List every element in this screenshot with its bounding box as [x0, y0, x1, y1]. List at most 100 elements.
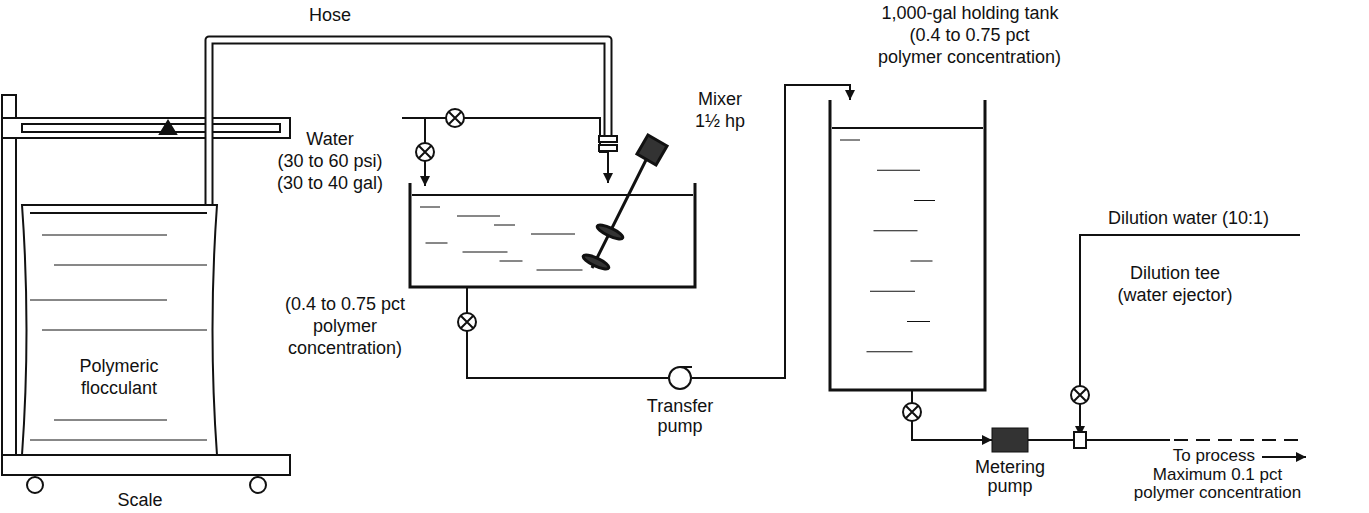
part-label: (30 to 60 psi) [265, 150, 395, 172]
liquid-line [874, 230, 918, 231]
hose-outline [209, 40, 608, 205]
node-label: (0.4 to 0.75 pct polymer concentration) [270, 293, 420, 359]
line-stroke [592, 160, 646, 268]
part-label: Mixer 1½ hp [688, 88, 752, 132]
liquid-line [840, 140, 860, 141]
transfer-pump-outline [668, 366, 692, 390]
pipe [467, 287, 668, 378]
scale-frame [2, 95, 290, 493]
mix-tank: (0.4 to 0.75 pct polymer concentration) [410, 183, 695, 287]
liquid-line [500, 261, 523, 262]
liquid-line [870, 291, 915, 292]
node-label: Polymeric flocculant [59, 355, 179, 399]
drum-outline [22, 205, 217, 455]
part-label: Dilution water (10:1) [1108, 207, 1269, 229]
part-label: Dilution tee (water ejector) [1105, 262, 1245, 306]
liquid-level [832, 127, 983, 129]
liquid-line [914, 200, 935, 201]
liquid-line [420, 207, 440, 208]
g-stroke [416, 143, 434, 161]
circle-stroke [903, 403, 921, 421]
polyline-stroke [1080, 235, 1300, 436]
circle-stroke [458, 313, 476, 331]
node-label: Transfer pump [640, 396, 720, 436]
node-label: Metering pump [970, 458, 1050, 496]
mix-tank-outline [410, 183, 695, 287]
ellipse-stroke [582, 252, 611, 271]
g-stroke [1071, 386, 1089, 404]
dilution-pipe [1080, 235, 1300, 436]
part-label: (30 to 40 gal) [265, 172, 395, 194]
path-stroke [1074, 389, 1086, 401]
holding-tank: 1,000-gal holding tank(0.4 to 0.75 pct p… [830, 100, 985, 390]
pump-outlet [680, 366, 692, 368]
valve-symbol [416, 109, 1089, 421]
liquid-line [907, 321, 930, 322]
part-label: Water [265, 128, 395, 150]
metering-pump-symbol [992, 428, 1028, 452]
polygon-stroke [160, 121, 176, 134]
hose-outlet [607, 151, 609, 183]
path-stroke [419, 146, 431, 158]
rect-stroke [599, 145, 617, 151]
water-pipe [402, 118, 608, 186]
pipe-line [912, 390, 992, 440]
holding-tank-outline [830, 100, 985, 390]
liquid-line [30, 212, 207, 214]
rect-stroke [637, 135, 667, 165]
liquid-line [463, 252, 508, 253]
ellipse-stroke [596, 222, 625, 241]
node-label: 1,000-gal holding tank [870, 2, 1070, 24]
line-stroke [1174, 439, 1300, 441]
tank-outline [830, 100, 985, 390]
part-label: Scale [100, 489, 180, 511]
liquid-line [42, 235, 167, 236]
node-note: (0.4 to 0.75 pct polymer concentration) [876, 24, 1063, 68]
metering-pump: Metering pump [992, 428, 1028, 452]
g-stroke [458, 313, 476, 331]
liquid-line [531, 234, 575, 235]
liquid-line [537, 270, 583, 271]
part-label: To process [1135, 447, 1255, 465]
drum-outline [22, 205, 217, 455]
liquid-level [412, 194, 693, 196]
rect-stroke [22, 124, 280, 132]
liquid-line [457, 216, 500, 217]
pump-symbol [669, 367, 691, 389]
part-label: Maximum 0.1 pct polymer concentration [1125, 466, 1310, 502]
metering-pump-outline [992, 428, 1028, 452]
circle-stroke [27, 477, 43, 493]
line-stroke [1262, 456, 1306, 458]
circle-stroke [250, 477, 266, 493]
line-stroke [1028, 439, 1170, 441]
path-stroke [449, 112, 461, 124]
mixer-symbol [582, 135, 667, 272]
rect-stroke [599, 136, 617, 142]
circle-stroke [416, 143, 434, 161]
part-label: Hose [290, 4, 370, 26]
drum: Polymeric flocculant [22, 205, 217, 455]
rect-stroke [2, 118, 290, 138]
path-stroke [906, 406, 918, 418]
liquid-line [42, 330, 207, 331]
hose [209, 40, 608, 205]
circle-stroke [446, 109, 464, 127]
hose-bore [209, 40, 608, 205]
dilution-tee [1074, 432, 1086, 448]
tank-outline [410, 183, 695, 287]
transfer-pump: Transfer pump [668, 366, 692, 390]
hose-coupling [599, 136, 617, 151]
path-stroke [461, 316, 473, 328]
circle-stroke [1071, 386, 1089, 404]
pipe-line [467, 287, 668, 378]
pipe [912, 390, 992, 440]
liquid-line [30, 300, 167, 301]
liquid-line [426, 243, 448, 244]
liquid-line [867, 351, 913, 352]
liquid-line [54, 265, 207, 266]
rect-stroke [1074, 432, 1086, 448]
g-stroke [446, 109, 464, 127]
liquid-line [877, 170, 920, 171]
liquid-line [911, 261, 933, 262]
